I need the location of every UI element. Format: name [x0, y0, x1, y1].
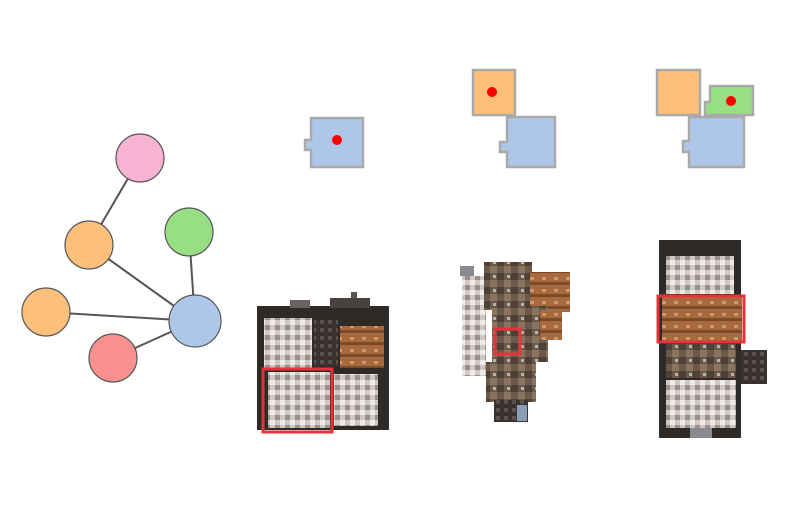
room-blue: [681, 115, 746, 169]
highlight-box: [493, 327, 522, 356]
position-marker: [487, 87, 497, 97]
graph-node-orange-upper: [64, 220, 114, 270]
scene-2-room-e: [486, 362, 536, 402]
scene-3-room-d: [666, 380, 736, 428]
scene-view-3: [656, 240, 767, 438]
position-marker: [726, 96, 736, 106]
scene-1-room-d: [268, 372, 330, 428]
highlight-box: [656, 294, 746, 344]
scene-1-fringe: [351, 292, 357, 298]
highlight-box: [261, 367, 334, 434]
scene-1-room-c: [340, 326, 384, 368]
graph-node-red: [88, 333, 138, 383]
layout-step-2: [471, 68, 557, 169]
scene-2-room-a: [484, 262, 532, 310]
position-marker: [332, 135, 342, 145]
graph-node-blue: [168, 294, 222, 348]
scene-2-room-b: [530, 272, 570, 312]
scene-1-room-a: [264, 318, 312, 368]
layout-step-3: [655, 68, 755, 169]
layout-step-1: [303, 116, 365, 169]
scene-3-fringe: [690, 428, 712, 438]
graph-nodes: [21, 133, 222, 383]
graph-node-orange-lower: [21, 287, 71, 337]
room-orange: [655, 68, 702, 117]
graph-node-pink: [115, 133, 165, 183]
scene-3-room-a: [666, 256, 734, 294]
scene-3-room-b: [662, 297, 742, 341]
room-blue: [498, 115, 557, 169]
scene-1-fringe: [330, 298, 370, 308]
scene-3-side-room: [741, 350, 767, 384]
scene-2-fringe: [460, 266, 474, 276]
scene-2-left-wing: [462, 276, 486, 376]
scene-1-fringe: [290, 300, 310, 308]
scene-2-room-d: [540, 310, 562, 340]
graph-node-green: [164, 207, 214, 257]
scene-view-2: [460, 262, 570, 422]
scene-1-room-b: [314, 320, 338, 366]
scene-view-1: [257, 292, 389, 434]
scene-1-room-e: [334, 374, 378, 426]
scene-3-room-c: [666, 344, 736, 378]
scene-2-fringe: [517, 405, 527, 421]
